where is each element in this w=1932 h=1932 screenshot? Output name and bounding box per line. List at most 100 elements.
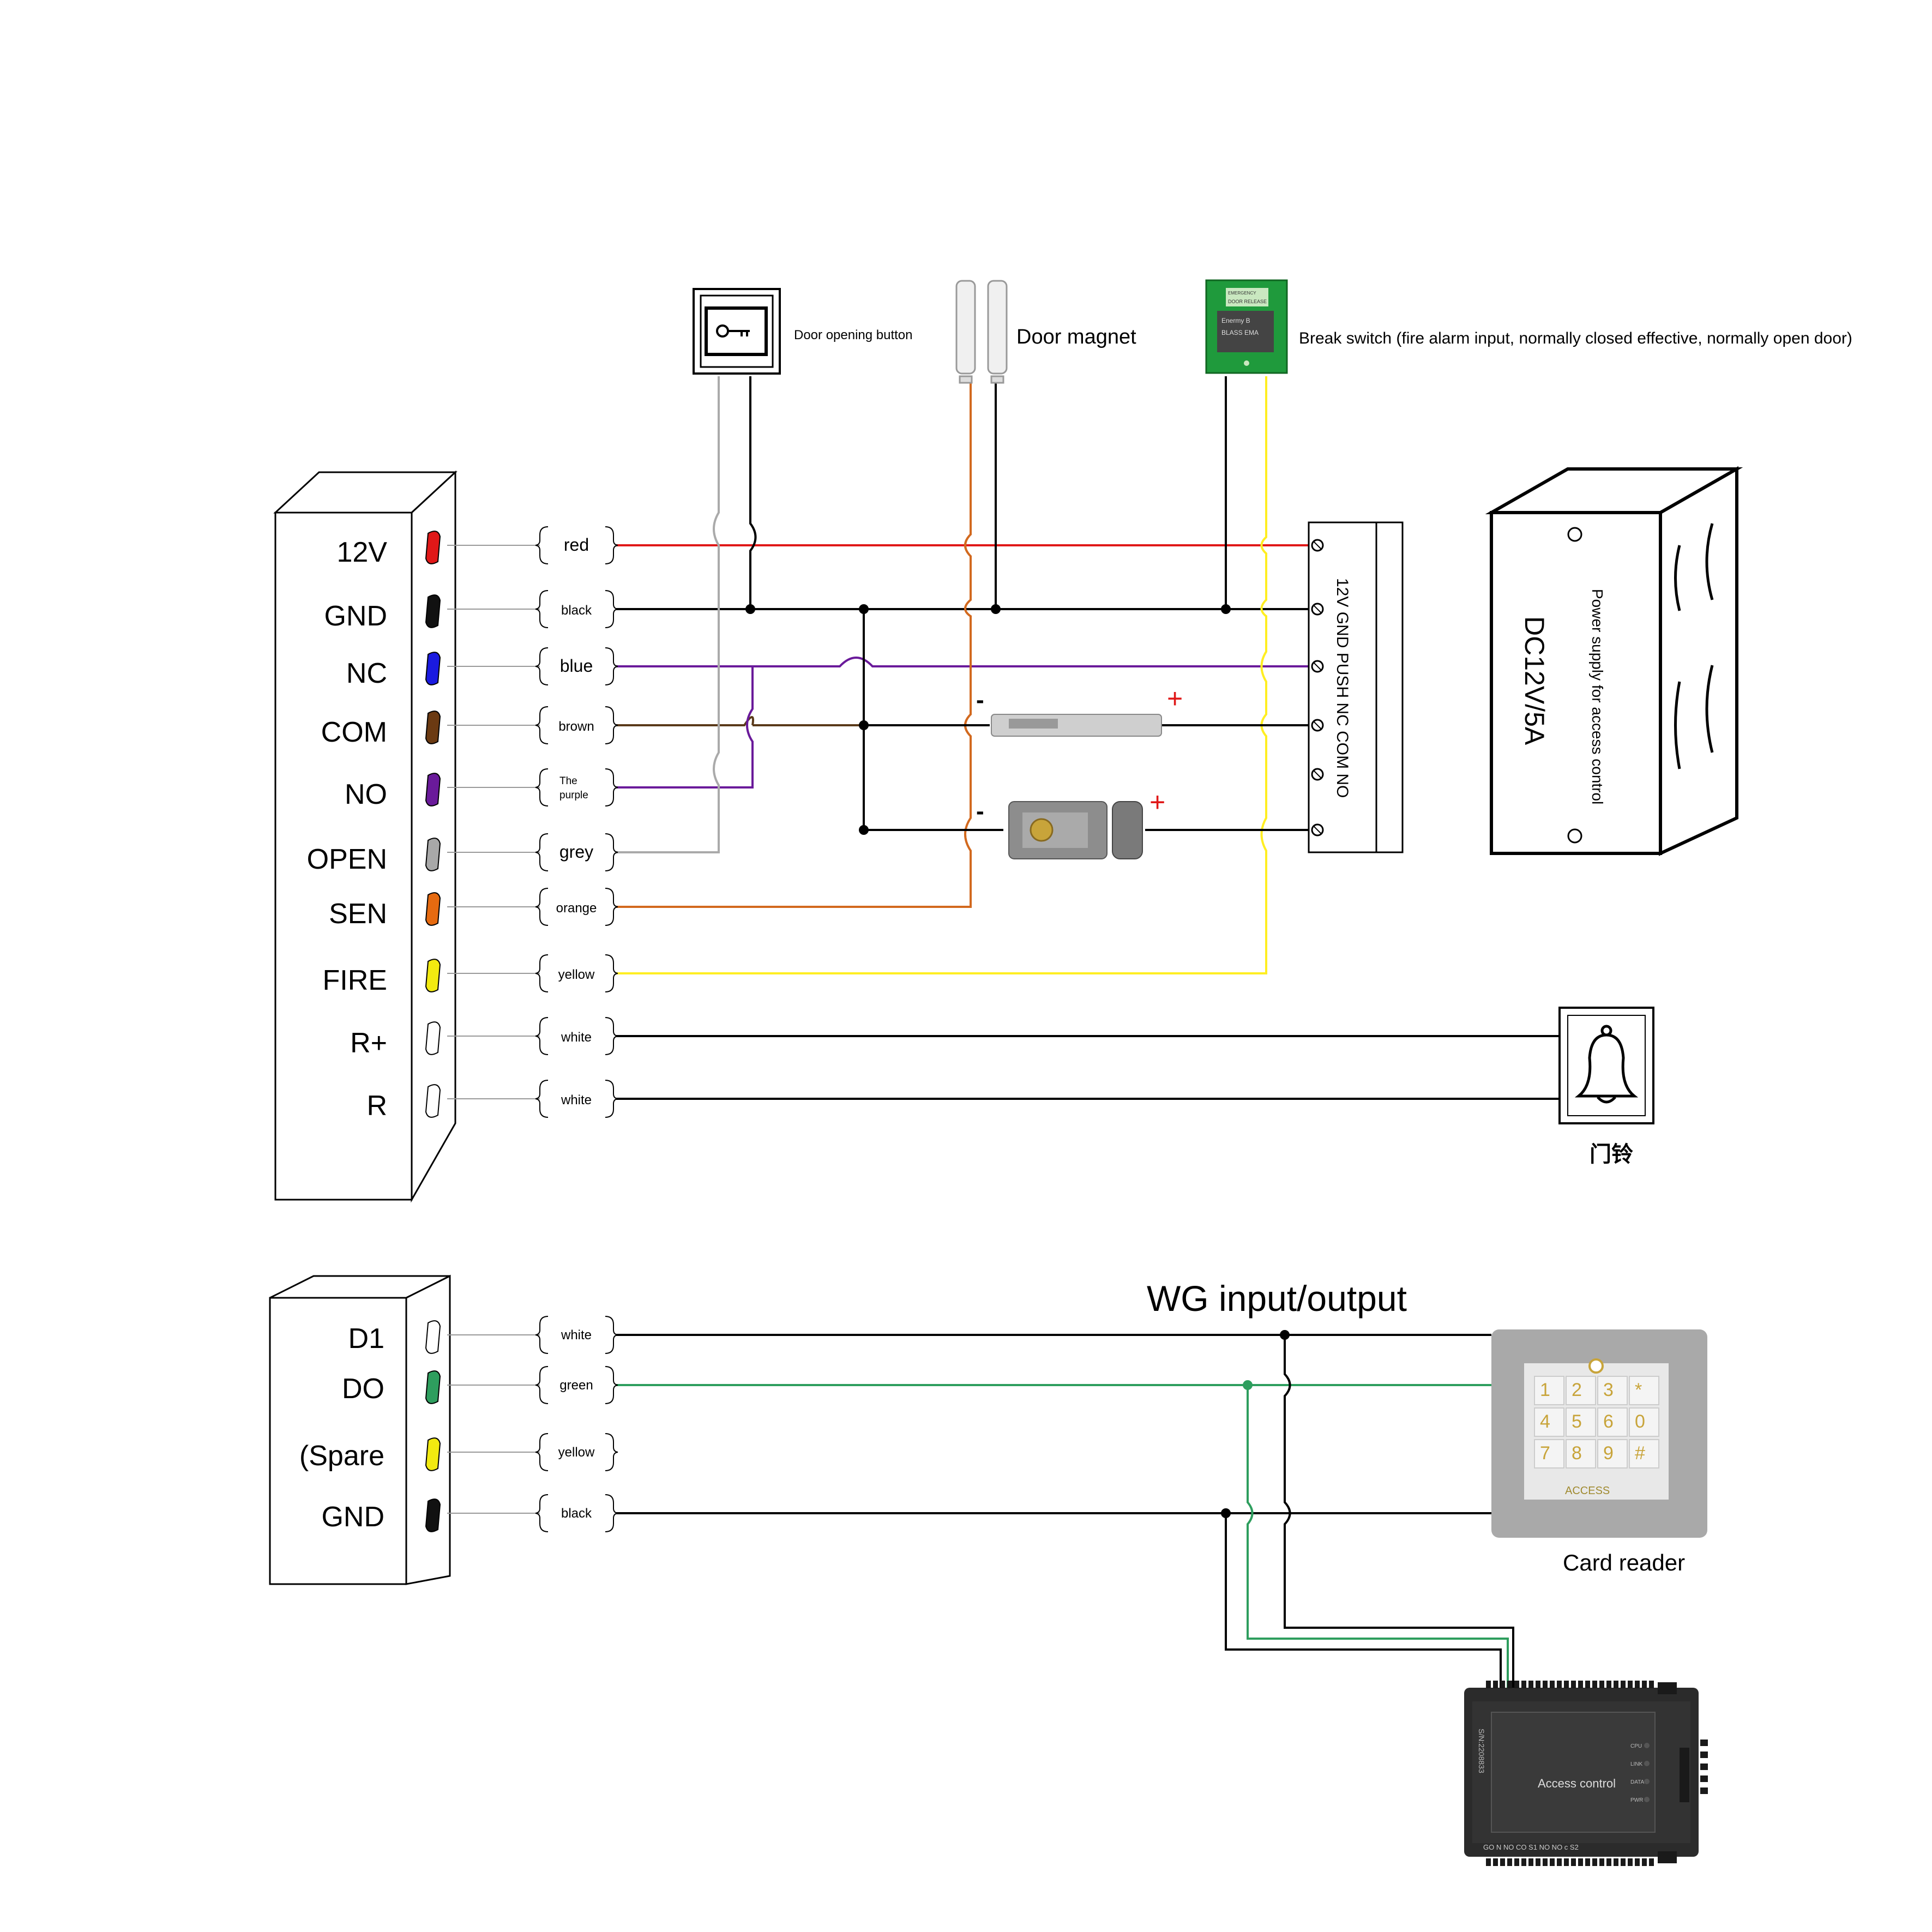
- keypad-key: [1566, 1376, 1596, 1405]
- board-pin: [1621, 1681, 1626, 1688]
- board-pin: [1578, 1681, 1583, 1688]
- board-pin: [1486, 1681, 1491, 1688]
- board-pin: [1564, 1681, 1569, 1688]
- keypad-key-label: 6: [1603, 1411, 1614, 1432]
- door-magnet-label: Door magnet: [1016, 326, 1136, 348]
- main-wire-bracket: grey: [535, 833, 618, 871]
- board-pin: [1585, 1858, 1590, 1866]
- board-pin: [1649, 1858, 1654, 1866]
- wg-junctions: [1221, 1330, 1290, 1518]
- main-terminal-label: R: [366, 1090, 387, 1122]
- board-pin: [1621, 1858, 1626, 1866]
- board-pin: [1514, 1858, 1519, 1866]
- board-pin: [1614, 1681, 1618, 1688]
- board-pin: [1493, 1858, 1498, 1866]
- board-pin: [1536, 1681, 1540, 1688]
- door-button-label: Door opening button: [794, 328, 913, 342]
- board-pin: [1486, 1858, 1491, 1866]
- electric-lock-minus: -: [976, 798, 984, 824]
- break-switch-device: EMERGENCY DOOR RELEASE Enermy B BLASS EM…: [1205, 279, 1288, 374]
- keypad-key: [1629, 1407, 1659, 1437]
- board-pin: [1614, 1858, 1618, 1866]
- wire-yellow: [616, 376, 1267, 974]
- board-pin: [1528, 1858, 1533, 1866]
- board-pin: [1557, 1858, 1562, 1866]
- main-terminal-dot: [425, 531, 441, 564]
- main-wire-name: white: [561, 1030, 592, 1045]
- board-pin: [1635, 1858, 1640, 1866]
- keypad-key-label: 4: [1540, 1411, 1550, 1432]
- board-pin: [1700, 1787, 1708, 1794]
- wg-controller: [269, 1274, 451, 1585]
- main-controller: [273, 470, 458, 1203]
- electric-lock: [1008, 801, 1143, 859]
- board-bottom-terminals: GO N NO CO S1 NO NO c S2: [1483, 1843, 1579, 1851]
- board-pin: [1628, 1681, 1633, 1688]
- board-led: [1644, 1761, 1650, 1766]
- power-supply-screws: [1567, 527, 1582, 844]
- keypad-key-label: 2: [1572, 1380, 1582, 1400]
- wire-brown: [616, 716, 754, 726]
- keypad-key: [1629, 1376, 1659, 1405]
- board-serial: S/N:2208833: [1477, 1729, 1486, 1773]
- main-terminal-dot: [425, 1084, 441, 1118]
- door-magnet-device: [955, 280, 1008, 384]
- card-reader-label: Card reader: [1563, 1550, 1685, 1575]
- keypad-key: [1566, 1407, 1596, 1437]
- board-pin: [1543, 1858, 1548, 1866]
- keypad-key-label: 7: [1540, 1443, 1550, 1464]
- wg-terminal-label: DO: [342, 1373, 384, 1405]
- board-pin: [1599, 1858, 1604, 1866]
- keypad-key: [1597, 1376, 1628, 1405]
- power-supply-vents: [1674, 523, 1714, 769]
- main-terminal-dot: [425, 892, 441, 926]
- wg-wire-name: green: [559, 1378, 593, 1393]
- power-supply-rating: DC12V/5A: [1519, 616, 1550, 745]
- board-led-label: CPU: [1630, 1743, 1642, 1749]
- wg-wires: [616, 1334, 1514, 1690]
- wg-title: WG input/output: [1147, 1278, 1407, 1319]
- main-terminal-dot: [425, 652, 441, 685]
- power-supply-box: [1485, 466, 1743, 856]
- board-led-label: DATA: [1630, 1779, 1645, 1785]
- doorbell-device: [1558, 1007, 1654, 1124]
- keypad-key-label: 0: [1635, 1411, 1645, 1432]
- mag-lock-minus: -: [976, 687, 984, 713]
- main-wire-bracket: brown: [535, 706, 618, 744]
- break-switch-line4: BLASS EMA: [1221, 329, 1259, 336]
- main-wire-name: black: [561, 603, 592, 618]
- wg-wire-bracket: white: [535, 1316, 618, 1354]
- main-terminal-label: NO: [345, 779, 387, 810]
- board-pin: [1543, 1681, 1548, 1688]
- board-led: [1644, 1779, 1650, 1784]
- board-pin: [1550, 1681, 1555, 1688]
- doorbell-label: 门铃: [1590, 1142, 1633, 1166]
- power-strip-label: 12V GND PUSH NC COM NO: [1333, 578, 1351, 798]
- keypad-key-label: 1: [1540, 1380, 1550, 1400]
- wg-terminal-label: (Spare: [299, 1440, 384, 1472]
- board-pin: [1642, 1858, 1647, 1866]
- board-pin: [1507, 1681, 1512, 1688]
- board-pin: [1592, 1858, 1597, 1866]
- card-reader-access: ACCESS: [1565, 1485, 1610, 1497]
- main-terminal-label: FIRE: [323, 965, 387, 996]
- board-pin: [1606, 1858, 1611, 1866]
- main-terminal-dot: [425, 838, 441, 871]
- keypad-key: [1534, 1439, 1564, 1468]
- board-pin: [1521, 1858, 1526, 1866]
- wire-purple-nc: [616, 657, 1309, 667]
- main-wire-bracket: white: [535, 1080, 618, 1118]
- wg-wire-name: black: [561, 1506, 592, 1521]
- board-pin: [1564, 1858, 1569, 1866]
- board-pin: [1700, 1775, 1708, 1782]
- keypad-key: [1597, 1407, 1628, 1437]
- access-control-board: [1464, 1682, 1699, 1863]
- keypad-key: [1597, 1439, 1628, 1468]
- board-pin: [1514, 1681, 1519, 1688]
- main-terminal-dot: [425, 1021, 441, 1055]
- main-wire-name: blue: [560, 656, 593, 676]
